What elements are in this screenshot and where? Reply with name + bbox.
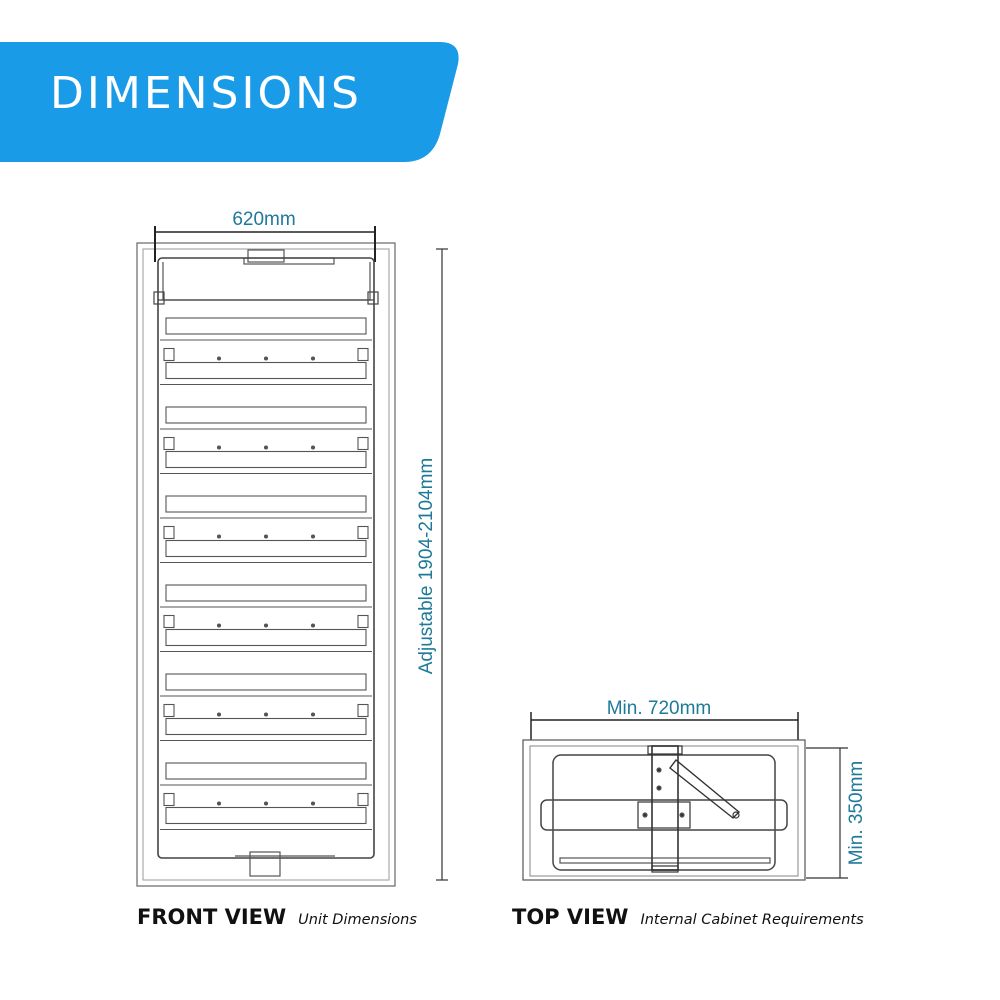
banner-shape [0,42,459,162]
shelf [160,792,372,831]
page-title: DIMENSIONS [50,68,362,119]
front-view-drawing [136,226,448,887]
shelf [160,673,372,697]
shelf [160,525,372,564]
top-view-drawing [522,712,848,881]
shelf [160,584,372,608]
front-view-caption-group: FRONT VIEW Unit Dimensions [137,905,417,929]
shelf [160,762,372,786]
shelf [160,317,372,341]
top-depth-label: Min. 350mm [846,761,867,866]
top-view-caption-group: TOP VIEW Internal Cabinet Requirements [512,905,864,929]
front-height-label: Adjustable 1904-2104mm [416,458,437,675]
front-view-caption: FRONT VIEW [137,905,287,929]
front-width-label: 620mm [232,209,295,230]
shelf [160,406,372,430]
top-view-caption: TOP VIEW [512,905,629,929]
front-view-shelves [160,317,372,831]
top-view-subcaption: Internal Cabinet Requirements [640,912,864,928]
shelf [160,347,372,386]
front-view-subcaption: Unit Dimensions [298,912,417,928]
shelf [160,614,372,653]
shelf [160,436,372,475]
shelf [160,703,372,742]
top-width-label: Min. 720mm [607,698,712,719]
shelf [160,495,372,519]
header-banner [0,42,460,162]
